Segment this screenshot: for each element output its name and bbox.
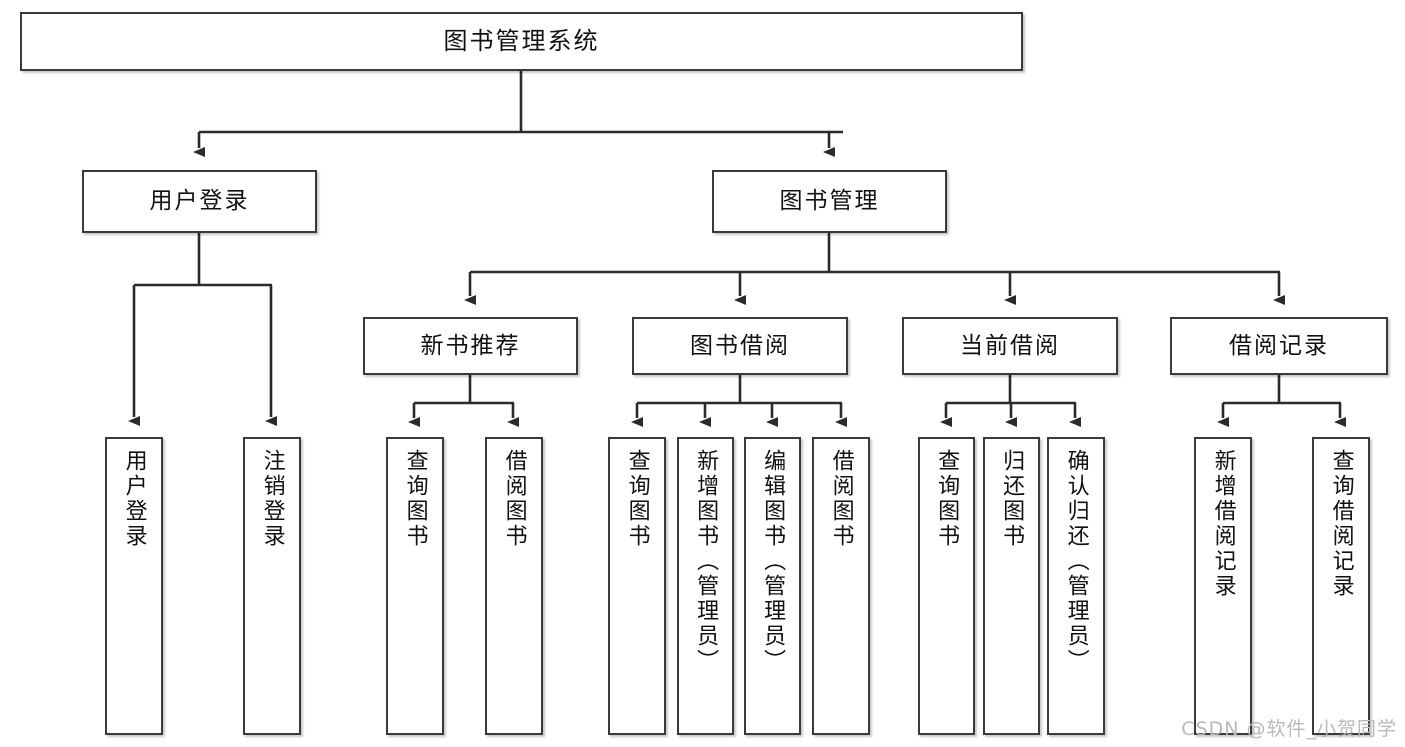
node-leaf-query-borrow-record-label: 查询借阅记录 — [1328, 449, 1354, 599]
node-leaf-query-book-2[interactable]: 查询图书 — [608, 437, 666, 735]
node-leaf-return-book-label: 归还图书 — [999, 449, 1025, 549]
node-user-login-label: 用户登录 — [149, 188, 250, 215]
node-leaf-logout-login-label: 注销登录 — [259, 449, 285, 549]
node-leaf-user-login[interactable]: 用户登录 — [105, 437, 163, 735]
node-user-login[interactable]: 用户登录 — [82, 170, 317, 233]
node-root[interactable]: 图书管理系统 — [20, 12, 1023, 71]
node-leaf-add-borrow-record-label: 新增借阅记录 — [1210, 449, 1236, 599]
node-leaf-query-borrow-record[interactable]: 查询借阅记录 — [1312, 437, 1370, 735]
node-leaf-confirm-return-admin-label: 确认归还（管理员） — [1063, 449, 1089, 674]
node-new-book-recommend[interactable]: 新书推荐 — [363, 317, 578, 375]
node-leaf-edit-book-admin-label: 编辑图书（管理员） — [760, 449, 786, 674]
node-new-book-recommend-label: 新书推荐 — [420, 332, 521, 359]
node-leaf-query-book-1-label: 查询图书 — [402, 449, 428, 549]
node-leaf-query-book-3-label: 查询图书 — [934, 449, 960, 549]
csdn-watermark: CSDN @软件_小贺同学 — [1181, 718, 1397, 740]
node-book-borrow-label: 图书借阅 — [690, 332, 790, 359]
node-leaf-query-book-2-label: 查询图书 — [624, 449, 650, 549]
node-borrow-record-label: 借阅记录 — [1229, 332, 1329, 359]
node-leaf-confirm-return-admin[interactable]: 确认归还（管理员） — [1047, 437, 1105, 735]
node-leaf-query-book-3[interactable]: 查询图书 — [918, 437, 975, 735]
node-leaf-borrow-book-1-label: 借阅图书 — [501, 449, 527, 549]
node-leaf-borrow-book-2-label: 借阅图书 — [828, 449, 854, 549]
node-current-borrow-label: 当前借阅 — [960, 332, 1060, 359]
node-leaf-return-book[interactable]: 归还图书 — [983, 437, 1040, 735]
node-leaf-add-book-admin-label: 新增图书（管理员） — [693, 449, 719, 674]
node-leaf-logout-login[interactable]: 注销登录 — [243, 437, 301, 735]
node-leaf-add-book-admin[interactable]: 新增图书（管理员） — [677, 437, 734, 735]
node-leaf-user-login-label: 用户登录 — [121, 449, 147, 549]
node-book-management[interactable]: 图书管理 — [712, 170, 947, 233]
node-borrow-record[interactable]: 借阅记录 — [1170, 317, 1388, 375]
node-book-management-label: 图书管理 — [779, 188, 880, 215]
node-leaf-add-borrow-record[interactable]: 新增借阅记录 — [1194, 437, 1252, 735]
node-leaf-borrow-book-2[interactable]: 借阅图书 — [812, 437, 870, 735]
node-leaf-edit-book-admin[interactable]: 编辑图书（管理员） — [744, 437, 801, 735]
node-book-borrow[interactable]: 图书借阅 — [632, 317, 848, 375]
node-leaf-borrow-book-1[interactable]: 借阅图书 — [485, 437, 543, 735]
node-current-borrow[interactable]: 当前借阅 — [902, 317, 1118, 375]
node-leaf-query-book-1[interactable]: 查询图书 — [386, 437, 444, 735]
node-root-label: 图书管理系统 — [443, 26, 600, 55]
